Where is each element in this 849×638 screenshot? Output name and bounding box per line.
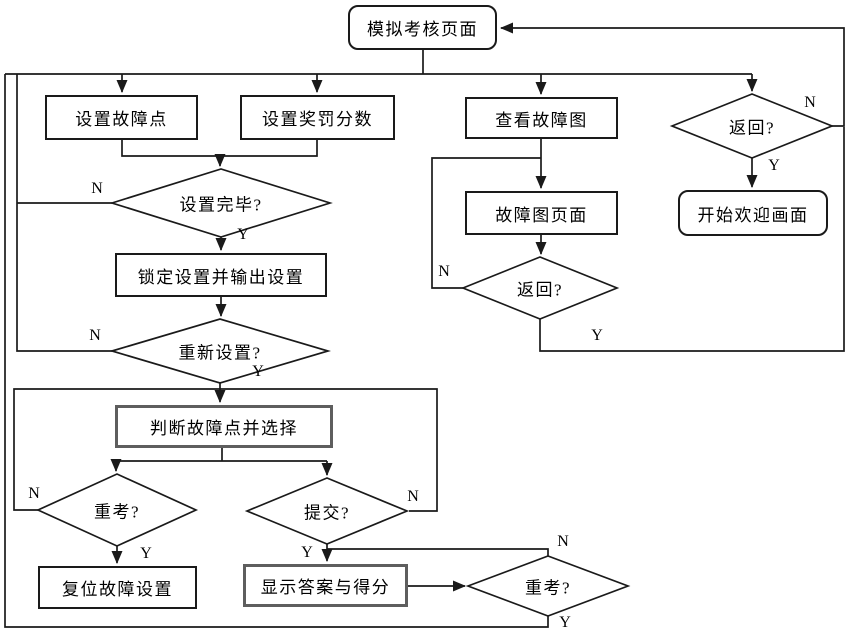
decision-setup-done-label: 设置完毕? (179, 195, 263, 215)
edge-reset-no (16, 74, 112, 352)
label-no-return-1: N (804, 94, 816, 111)
node-fault-diagram-page: 故障图页面 (465, 191, 618, 235)
edge-return2-no-loop (431, 157, 541, 289)
label-yes-reset: Y (252, 363, 264, 380)
decision-reset-settings-shape (109, 318, 331, 384)
label-no-retake-2: N (557, 533, 569, 550)
node-show-answer-score: 显示答案与得分 (243, 564, 408, 607)
edge-retake2-yes-loop (4, 74, 549, 628)
label-no-return-2: N (438, 263, 450, 280)
decision-retake-1-label: 重考? (93, 502, 141, 522)
label-no-retake-1: N (28, 485, 40, 502)
node-view-fault-diagram: 查看故障图 (465, 97, 618, 139)
decision-return-2-label: 返回? (516, 280, 564, 300)
decision-retake-2-label: 重考? (524, 578, 572, 598)
decision-submit-label: 提交? (303, 503, 351, 523)
label-yes-retake-2: Y (559, 614, 571, 631)
decision-return-2-shape (460, 256, 620, 320)
edge-retake2-no-loop (327, 548, 549, 556)
label-yes-return-2: Y (591, 327, 603, 344)
edge-retake1-no-loop (13, 388, 438, 512)
label-no-submit: N (407, 488, 419, 505)
edge-return2-yes-loop (539, 127, 845, 352)
label-yes-submit: Y (301, 544, 313, 561)
decision-setup-done-shape (109, 168, 333, 238)
node-set-reward-score: 设置奖罚分数 (240, 95, 395, 140)
decision-retake-1-shape (35, 473, 199, 547)
node-simulation-page: 模拟考核页面 (348, 5, 497, 50)
decision-submit-shape (244, 477, 410, 545)
label-yes-setup-done: Y (237, 226, 249, 243)
node-set-fault-point: 设置故障点 (45, 95, 198, 140)
node-welcome-screen: 开始欢迎画面 (678, 190, 828, 236)
node-judge-fault-select: 判断故障点并选择 (115, 405, 333, 448)
label-no-setup-done: N (91, 180, 103, 197)
decision-retake-2-shape (465, 555, 631, 617)
label-yes-return-1: Y (768, 157, 780, 174)
label-yes-retake-1: Y (140, 545, 152, 562)
node-reset-fault-settings: 复位故障设置 (38, 566, 197, 609)
node-lock-settings: 锁定设置并输出设置 (115, 253, 327, 297)
decision-return-1-label: 返回? (728, 118, 776, 138)
edge-return1-no-to-top (500, 22, 845, 127)
decision-reset-settings-label: 重新设置? (178, 343, 262, 363)
label-no-reset: N (89, 327, 101, 344)
edge-setup-merge (121, 140, 318, 157)
decision-return-1-shape (669, 93, 835, 159)
